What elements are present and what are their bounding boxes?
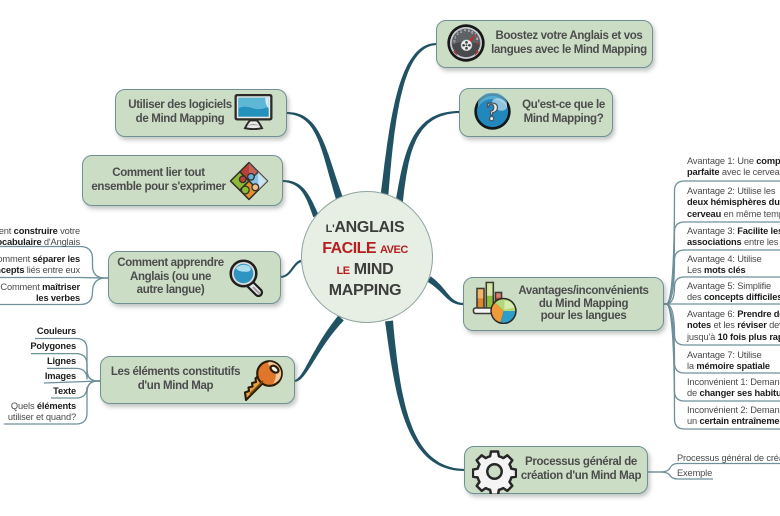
svg-text:4: 4 xyxy=(464,29,466,33)
svg-text:3: 3 xyxy=(460,30,462,34)
svg-text:1: 1 xyxy=(454,36,456,40)
svg-text:0: 0 xyxy=(453,39,455,43)
svg-text:?: ? xyxy=(486,98,499,127)
svg-text:6: 6 xyxy=(471,31,473,35)
svg-text:5: 5 xyxy=(468,29,470,33)
svg-text:2: 2 xyxy=(457,32,459,36)
svg-text:8: 8 xyxy=(476,37,478,41)
